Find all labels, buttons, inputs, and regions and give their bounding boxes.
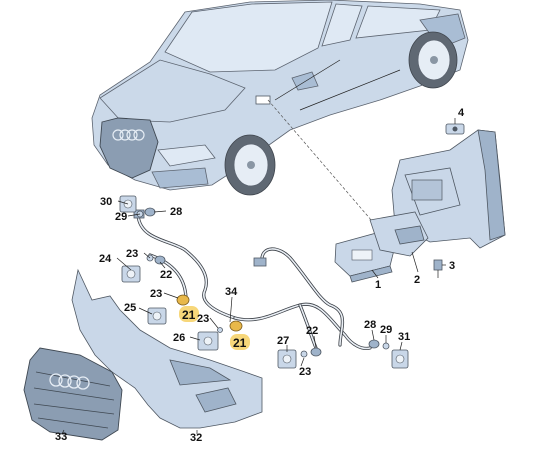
callout-29: 29 [380,324,392,336]
sensor-holder-25 [147,307,167,325]
callout-28: 28 [170,206,182,218]
callout-30: 30 [100,196,112,208]
highlight-21a [179,306,199,322]
callout-22: 22 [306,325,318,337]
screw-part-3 [433,259,443,278]
callout-labels: 30 29 28 4 23 24 22 23 21 34 25 23 21 26… [55,107,465,444]
highlight-21b [230,334,250,350]
highlighted-ring-21a [176,294,190,306]
callout-3: 3 [449,260,455,272]
callout-23: 23 [150,288,162,300]
connector-plate [369,211,429,257]
sensor-holder-27 [277,349,297,369]
bumper-cover [71,268,263,429]
car-illustration [91,0,469,196]
callout-4: 4 [458,107,465,119]
callout-34: 34 [225,286,238,298]
callout-27: 27 [277,335,289,347]
callout-21: 21 [233,336,247,350]
callout-23: 23 [299,366,311,378]
callout-32: 32 [190,432,202,444]
callout-2: 2 [414,274,420,286]
callout-25: 25 [124,302,136,314]
sensor-28a [136,207,156,218]
radiator-grille [23,347,123,441]
highlighted-ring-21b [217,320,243,333]
wiring-harness [133,209,372,354]
sensor-holder-24 [121,265,141,283]
callout-31: 31 [398,331,410,343]
callout-21: 21 [182,308,196,322]
clip-part-4 [445,123,465,135]
location-pointer [267,99,379,229]
sensor-holder-26 [197,331,219,351]
callout-23: 23 [126,248,138,260]
leader-lines [61,118,456,435]
sensor-22b [300,347,322,358]
callout-29: 29 [115,211,127,223]
callout-22: 22 [160,269,172,281]
callout-24: 24 [99,253,112,265]
callout-1: 1 [375,279,381,291]
callout-26: 26 [173,332,185,344]
callout-23: 23 [197,313,209,325]
callout-28: 28 [364,319,376,331]
mounting-bracket [391,129,506,249]
callout-33: 33 [55,431,67,443]
sensor-holder-31 [391,349,409,369]
